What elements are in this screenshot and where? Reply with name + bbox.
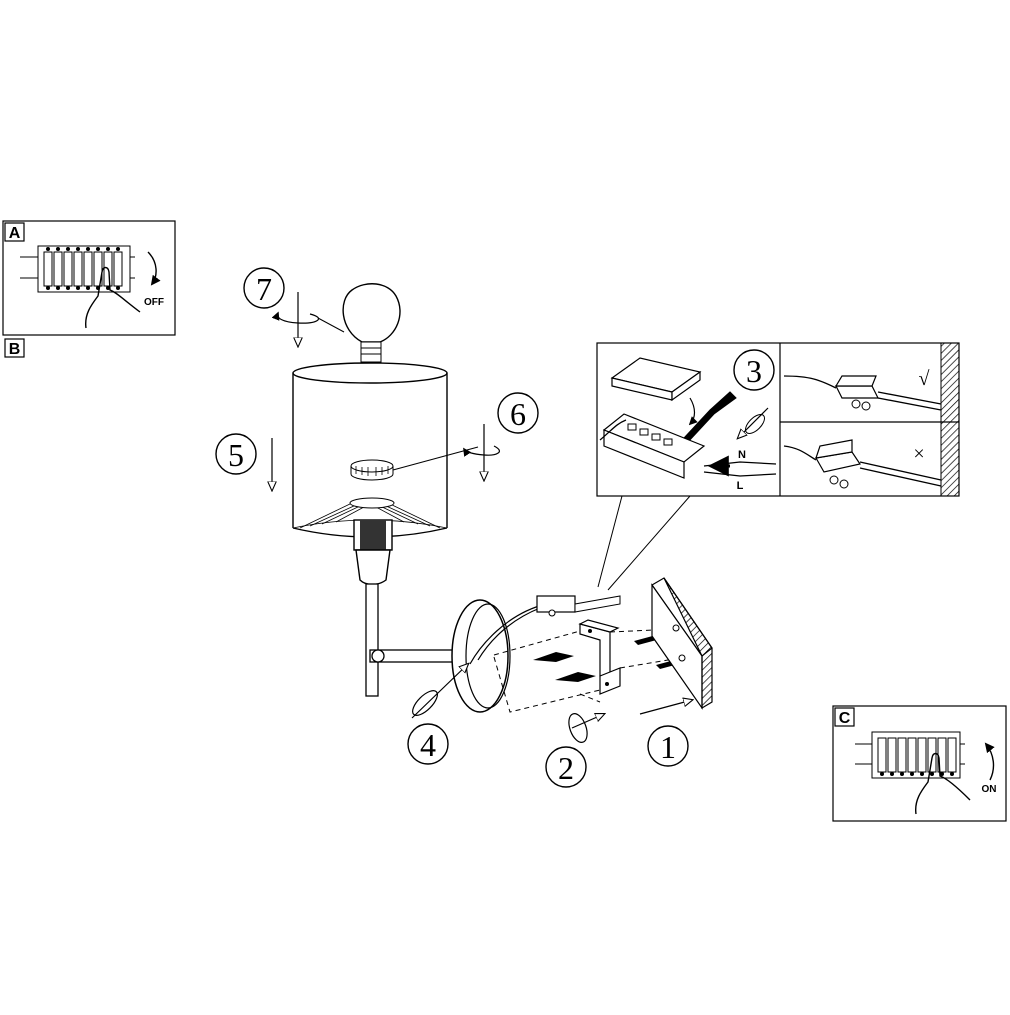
live-label: L	[737, 480, 744, 492]
terminal-connector	[536, 595, 621, 617]
step-number: 1	[660, 729, 676, 765]
panel-b: B	[4, 338, 25, 358]
step-number: 5	[228, 437, 244, 473]
step-5: 5	[215, 433, 272, 490]
wall-block	[651, 577, 713, 710]
on-label: ON	[982, 784, 997, 795]
panel-c-label: C	[839, 710, 851, 727]
wall-plate	[451, 599, 547, 713]
panel-b-label: B	[9, 341, 21, 358]
rotate-arrow-icon	[463, 445, 500, 457]
step-7: 7	[243, 267, 345, 346]
correct-mark: √	[919, 368, 930, 390]
switch-down-arrow-icon	[147, 251, 161, 286]
lamp-shade	[292, 362, 448, 538]
lamp-arm	[365, 583, 459, 697]
switch-up-arrow-icon	[984, 742, 995, 781]
step-2: 2	[545, 711, 604, 788]
mounting-bracket	[578, 619, 621, 695]
step-4: 4	[407, 664, 468, 765]
panel-a-label: A	[9, 225, 21, 242]
step-number: 3	[746, 353, 762, 389]
correct-example: √	[783, 342, 960, 423]
shade-ring-icon	[350, 446, 479, 481]
light-bulb-icon	[342, 283, 401, 372]
wrong-mark: ×	[913, 443, 924, 465]
breaker-box-icon	[20, 245, 135, 293]
neutral-label: N	[738, 449, 746, 461]
rotate-arrow-icon	[271, 311, 320, 324]
lamp-socket	[353, 519, 393, 586]
off-label: OFF	[144, 297, 164, 308]
rotate-arrow-icon	[412, 690, 438, 716]
screw-icon	[533, 652, 596, 682]
breaker-box-icon	[855, 731, 965, 779]
step-number: 7	[256, 271, 272, 307]
step-3: 3	[733, 349, 775, 391]
wiring-detail-panel: N L √ ×	[596, 342, 960, 497]
hand-icon	[914, 752, 971, 815]
hand-icon	[84, 266, 141, 329]
step-number: 6	[510, 396, 526, 432]
panel-a: A OFF	[2, 220, 176, 336]
lamp-assembly	[292, 283, 547, 713]
wrong-example: ×	[783, 421, 960, 497]
step-number: 4	[420, 727, 436, 763]
step-1: 1	[639, 700, 692, 767]
rotate-arrow-icon	[738, 407, 769, 438]
panel-c: C ON	[832, 705, 1007, 822]
step-6: 6	[463, 392, 539, 480]
step-number: 2	[558, 750, 574, 786]
rotate-arrow-icon	[568, 713, 588, 743]
